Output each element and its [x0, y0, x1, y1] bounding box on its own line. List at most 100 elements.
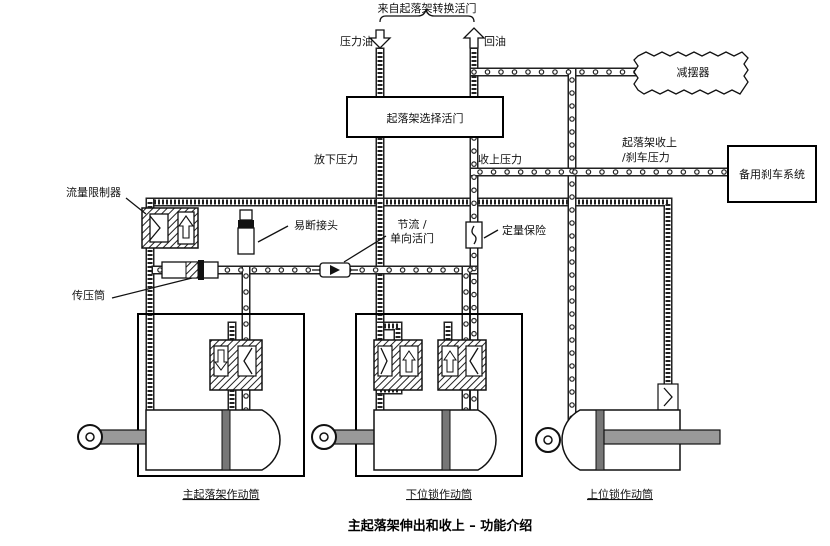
pipe-hole [386, 267, 392, 273]
pipe-hole [569, 376, 575, 382]
uplock-actuator-label: 上位锁作动筒 [587, 487, 653, 501]
frangible-fitting [237, 209, 255, 255]
downlock-actuator-label: 下位锁作动筒 [406, 487, 472, 501]
pipe-hole [511, 69, 518, 75]
pipe-hole [707, 169, 714, 175]
return-arrow-icon [462, 27, 486, 49]
downlock-actuator-enclosure [355, 313, 523, 477]
pipe-hole [592, 69, 599, 75]
pipe-hole [224, 267, 231, 273]
retract-pressure-label: 收上压力 [478, 152, 522, 166]
pipe-hole [477, 169, 483, 175]
pipe-hole [471, 69, 477, 75]
pipe-hole [399, 267, 406, 273]
pipe-hole [243, 393, 249, 399]
pipe-hole [569, 272, 575, 278]
return-pipe-holes [157, 69, 727, 421]
pipe-hole [498, 69, 504, 75]
pipe-hole [606, 69, 612, 75]
pipe-hole [413, 267, 419, 273]
pipe-hole [612, 169, 619, 175]
fuse [465, 221, 483, 249]
pipe-hole [569, 142, 575, 148]
damper-box [633, 51, 749, 95]
main-actuator [77, 409, 281, 471]
downlock-a-up-arrow-icon [402, 350, 416, 373]
pipe-hole [238, 267, 244, 273]
pipe-hole [525, 69, 531, 75]
pipe-hole [552, 69, 558, 75]
pipe-hole [372, 267, 379, 273]
pipe-hole [471, 148, 477, 154]
standby-brake-system [727, 145, 817, 203]
source-brace [379, 7, 475, 23]
pipe-hole [538, 69, 545, 75]
retract-brake-label-2: /刹车压力 [622, 150, 670, 164]
flow-limiter [141, 207, 199, 249]
flow-limiter-label: 流量限制器 [66, 185, 121, 199]
pipe-hole [569, 246, 575, 252]
main-actuator-label: 主起落架作动筒 [183, 487, 260, 501]
downlock-actuator-a [373, 339, 423, 391]
pipe-hole [243, 305, 249, 311]
pipe-hole [626, 169, 632, 175]
pipe-hole [572, 169, 578, 175]
fuse-leader [483, 229, 499, 239]
pipe-hole [569, 285, 575, 291]
throttle-check-label-2: 单向活门 [390, 231, 434, 245]
source-valve-label: 来自起落架转换活门 [378, 1, 477, 15]
pipe-hole [471, 213, 477, 220]
pipe-hole [471, 317, 477, 324]
pipe-hole [471, 200, 477, 207]
extend-pressure-label: 放下压力 [314, 152, 358, 166]
pipe-hole [471, 396, 477, 402]
flow-limiter-leader [125, 197, 147, 215]
pipe-hole [569, 77, 575, 83]
pipe-hole [569, 194, 575, 200]
pipe-hole [243, 273, 249, 279]
pipe-hole [490, 169, 497, 175]
pipe-hole [569, 207, 575, 213]
pipe-hole [653, 169, 660, 175]
selector-valve-label: 起落架选择活门 [387, 111, 464, 125]
pipe-hole [569, 389, 575, 395]
pipe-hole [569, 116, 575, 122]
diagram-title: 主起落架伸出和收上 – 功能介绍 [348, 518, 533, 534]
pipe-hole [531, 169, 538, 175]
pipe-hole [463, 289, 469, 295]
pipe-hole [599, 169, 605, 175]
pipe-hole [305, 267, 312, 273]
throttle-check-label-1: 节流 / [397, 217, 426, 231]
main-lock-actuator [209, 339, 263, 391]
pipe-hole [569, 363, 575, 369]
pipe-hole [265, 267, 271, 273]
pipe-hole [463, 321, 469, 327]
pipe-hole [569, 350, 575, 356]
pipe-hole [291, 267, 298, 273]
throttle-check-leader [343, 235, 387, 263]
retract-brake-label-1: 起落架收上 [622, 135, 677, 149]
pipe-hole [569, 259, 575, 265]
pipe-hole [471, 304, 477, 311]
main-lock-down-arrow-icon [214, 349, 228, 371]
transfer-cylinder [161, 260, 219, 280]
pipe-hole [680, 169, 687, 175]
uplock-lock [657, 383, 679, 411]
pipe-hole [504, 169, 510, 175]
pipe-hole [463, 305, 469, 311]
downlock-actuator-b [437, 339, 487, 391]
pipe-hole [471, 252, 477, 259]
pipe-hole [558, 169, 565, 175]
pipe-hole [471, 291, 477, 298]
pipe-hole [565, 69, 572, 75]
damper-label: 减摆器 [677, 65, 710, 79]
pipe-hole [585, 169, 592, 175]
selector-valve [346, 96, 504, 138]
pipe-hole [721, 169, 727, 175]
pipe-hole [544, 169, 551, 175]
pipe-hole [579, 69, 585, 75]
pipe-hole [694, 169, 700, 175]
return-oil-label: 回油 [484, 34, 506, 48]
pipe-hole [471, 161, 477, 167]
pipe-hole [471, 187, 477, 193]
